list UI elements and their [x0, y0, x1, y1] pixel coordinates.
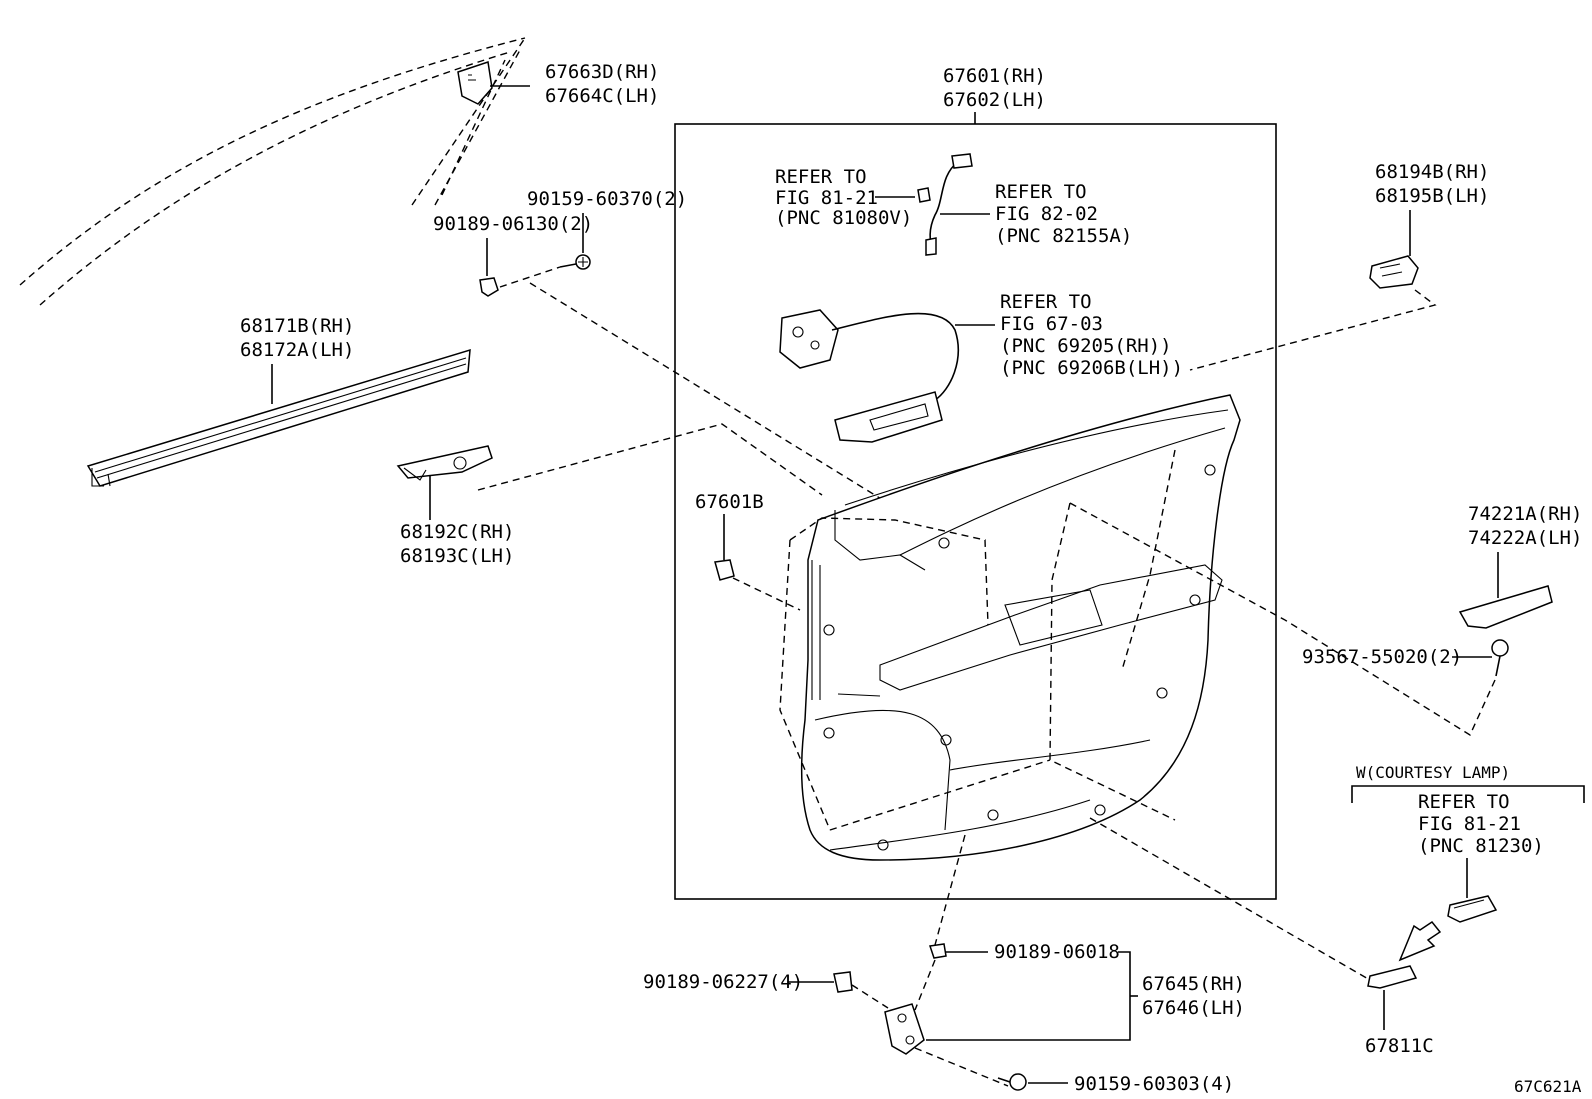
screw-right-part [1491, 639, 1509, 677]
refer-a-line3: (PNC 81080V) [775, 207, 912, 229]
armrest-label-rh: 74221A(RH) [1468, 503, 1582, 525]
install-arrow-icon [1398, 920, 1442, 962]
clip-bottom-part [929, 943, 947, 959]
inside-handle-part [834, 391, 943, 443]
panel-label-lh: 67602(LH) [943, 89, 1046, 111]
clip-bottom-left-part [833, 971, 853, 993]
refer-d-line2: FIG 81-21 [1418, 813, 1521, 835]
screw-right-label: 93567-55020(2) [1302, 646, 1462, 668]
wire-harness-part [925, 153, 973, 256]
vent-cover-label-rh: 67663D(RH) [545, 61, 659, 83]
clip-bottom-left-label: 90189-06227(4) [643, 971, 803, 993]
refer-b-line3: (PNC 82155A) [995, 225, 1132, 247]
courtesy-header-label: W(COURTESY LAMP) [1356, 763, 1510, 782]
vent-cover-label-lh: 67664C(LH) [545, 85, 659, 107]
refer-d-line3: (PNC 81230) [1418, 835, 1544, 857]
refer-c-line1: REFER TO [1000, 291, 1092, 313]
bracket-label-rh: 68192C(RH) [400, 521, 514, 543]
bracket-bottom-label-rh: 67645(RH) [1142, 973, 1245, 995]
refer-b-line1: REFER TO [995, 181, 1087, 203]
courtesy-lamp-part [1447, 895, 1498, 923]
refer-c-line2: FIG 67-03 [1000, 313, 1103, 335]
bracket-part [396, 445, 493, 481]
refer-a-line1: REFER TO [775, 166, 867, 188]
bracket-bottom-part [884, 1003, 925, 1055]
armrest-label-lh: 74222A(LH) [1468, 527, 1582, 549]
switch-connector-part [917, 187, 931, 203]
weatherstrip-part [86, 348, 471, 487]
bracket-bottom-label-lh: 67646(LH) [1142, 997, 1245, 1019]
clip-bottom-label: 90189-06018 [994, 941, 1120, 963]
bracket-label-lh: 68193C(LH) [400, 545, 514, 567]
weatherstrip-label-rh: 68171B(RH) [240, 315, 354, 337]
screw-bottom-part [997, 1073, 1027, 1091]
window-frame-outline [19, 37, 526, 306]
clip-panel-part [714, 559, 735, 581]
switch-base-label-rh: 68194B(RH) [1375, 161, 1489, 183]
door-trim-panel [801, 394, 1241, 861]
screw-left-label: 90159-60370(2) [527, 188, 687, 210]
screw-bottom-label: 90159-60303(4) [1074, 1073, 1234, 1095]
door-lock-part [779, 309, 959, 401]
clip-panel-label: 67601B [695, 491, 764, 513]
refer-c-line3: (PNC 69205(RH)) [1000, 335, 1172, 357]
switch-base-label-lh: 68195B(LH) [1375, 185, 1489, 207]
reflector-label: 67811C [1365, 1035, 1434, 1057]
refer-b-line2: FIG 82-02 [995, 203, 1098, 225]
vent-cover-part [457, 61, 493, 105]
refer-c-line4: (PNC 69206B(LH)) [1000, 357, 1183, 379]
refer-d-line1: REFER TO [1418, 791, 1510, 813]
panel-group-box [674, 123, 1277, 900]
clip-left-part [479, 277, 499, 297]
clip-left-label: 90189-06130(2) [433, 213, 593, 235]
screw-left-part [559, 254, 591, 270]
reflector-part [1367, 965, 1418, 989]
panel-label-rh: 67601(RH) [943, 65, 1046, 87]
refer-a-line2: FIG 81-21 [775, 187, 878, 209]
armrest-pad-part [1458, 585, 1553, 629]
weatherstrip-label-lh: 68172A(LH) [240, 339, 354, 361]
diagram-code: 67C621A [1514, 1077, 1582, 1096]
switch-base-part [1369, 255, 1419, 289]
